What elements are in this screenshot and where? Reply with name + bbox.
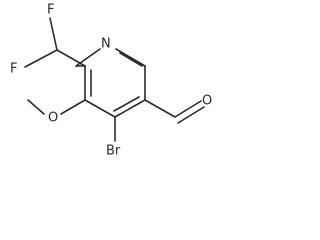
bond-chf2-f-top: [49, 17, 58, 51]
nitrogen-label: N: [101, 37, 111, 52]
bond-c3-o-methoxy: [60, 99, 86, 115]
bond-o-methoxy-ch3: [27, 99, 45, 115]
fluorine-bottom-label: F: [10, 62, 17, 77]
oxygen-aldehyde-label: O: [202, 94, 212, 109]
ring-bond-c5-c4: [114, 99, 146, 118]
ring-bond-c5-c4-inner: [113, 96, 140, 112]
oxygen-methoxy-label: O: [48, 111, 58, 126]
ring-bond-c6-c6-inner: [119, 52, 143, 67]
bond-c5-cho: [144, 99, 176, 118]
bond-cho-o-inner: [177, 106, 205, 124]
molecule-svg: F F N O Br O: [10, 3, 212, 159]
bond-c2-chf2: [56, 49, 86, 67]
ring-bond-c4-c3: [84, 99, 116, 118]
bond-cho-o-main: [174, 100, 202, 118]
structure-diagram: F F N O Br O: [10, 3, 212, 159]
bond-chf2-f-bottom: [24, 49, 58, 68]
bromine-label: Br: [106, 144, 121, 159]
ring-bond-n1-c6: [115, 48, 146, 67]
fluorine-top-label: F: [47, 3, 54, 18]
